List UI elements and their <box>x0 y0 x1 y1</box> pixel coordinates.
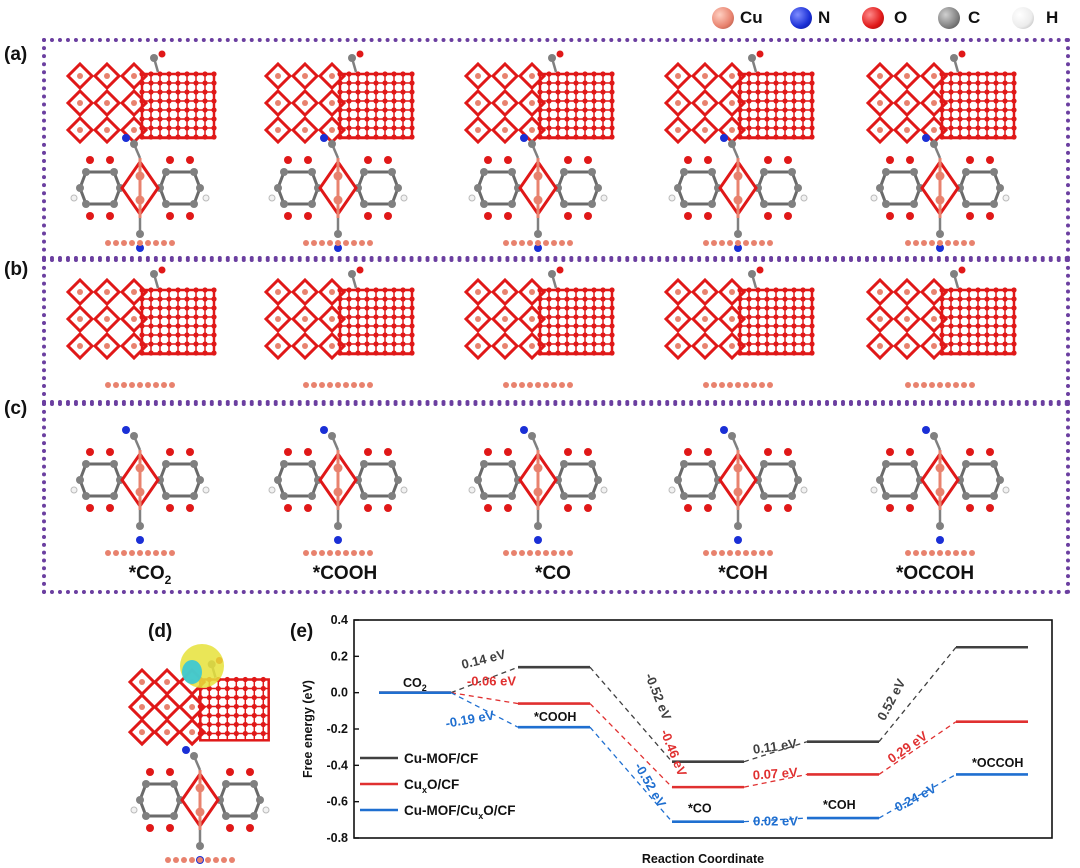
panel-label-b: (b) <box>4 259 29 280</box>
species-label-co2: *CO2 <box>128 563 172 587</box>
structure-b-2 <box>263 266 415 388</box>
panel-label-c: (c) <box>4 398 28 419</box>
structure-a-1 <box>65 50 217 252</box>
energy-annotation: 0.02 eV <box>753 813 798 828</box>
transition-line <box>450 692 519 705</box>
legend-label: O <box>894 8 908 27</box>
energy-annotation: 0.14 eV <box>460 646 507 671</box>
legend-entry: CuxO/CF <box>404 777 459 795</box>
n-atom-icon <box>790 7 812 29</box>
species-label-cooh: *COOH <box>312 563 378 584</box>
structure-b-1 <box>65 266 217 388</box>
step-label: CO2 <box>403 676 427 693</box>
energy-annotation: 0.07 eV <box>752 764 798 782</box>
structure-a-3 <box>463 50 615 252</box>
energy-annotation: 0.29 eV <box>885 728 931 766</box>
legend-h: H <box>1012 6 1058 30</box>
structure-c-5 <box>870 426 1010 556</box>
y-tick-label: -0.2 <box>326 722 348 736</box>
energy-annotation: -0.06 eV <box>467 673 516 688</box>
energy-annotation: 0.52 eV <box>874 676 908 723</box>
y-tick-label: -0.4 <box>326 758 348 772</box>
legend-entry: Cu-MOF/CF <box>404 751 478 766</box>
energy-annotation: -0.52 eV <box>642 671 674 722</box>
transition-line <box>450 692 519 728</box>
species-label-co: *CO <box>535 563 571 584</box>
structure-c-3 <box>468 426 608 556</box>
energy-annotation: -0.19 eV <box>444 707 495 730</box>
energy-annotation: -0.52 eV <box>632 760 670 810</box>
structure-c-1 <box>70 426 210 556</box>
y-tick-label: 0.0 <box>331 686 348 700</box>
series-2 <box>379 691 1028 823</box>
charge-depletion-icon <box>182 660 202 684</box>
legend-entry: Cu-MOF/CuxO/CF <box>404 803 516 821</box>
structure-a-4 <box>663 50 815 252</box>
step-label: *OCCOH <box>972 756 1023 770</box>
transition-line <box>743 817 808 823</box>
transition-line <box>743 773 808 788</box>
y-tick-label: 0.4 <box>331 613 348 627</box>
transition-line <box>878 721 957 775</box>
y-tick-label: -0.6 <box>326 795 348 809</box>
element-legend: Cu N O C H <box>712 2 1074 32</box>
transition-line <box>878 773 957 819</box>
panel-label-e: (e) <box>290 621 314 642</box>
legend-label: Cu <box>740 8 763 27</box>
x-axis-label: Reaction Coordinate <box>642 852 764 866</box>
transition-line <box>450 666 519 694</box>
legend-label: N <box>818 8 831 27</box>
legend-label: H <box>1046 8 1059 27</box>
energy-annotation: 0.24 eV <box>892 780 939 814</box>
species-label-coh: *COH <box>718 563 768 584</box>
y-tick-label: 0.2 <box>331 649 348 663</box>
transition-line <box>589 726 673 823</box>
frame-panel-c <box>42 402 1070 594</box>
legend-c: C <box>938 6 980 30</box>
legend-o: O <box>862 6 907 30</box>
structure-d <box>127 644 270 864</box>
charge-density-structure <box>127 644 270 864</box>
step-label: *COOH <box>534 710 576 724</box>
series-1 <box>379 691 1028 789</box>
legend-n: N <box>790 6 830 30</box>
y-tick-label: -0.8 <box>326 831 348 845</box>
c-atom-icon <box>938 7 960 29</box>
structure-a-5 <box>865 50 1017 252</box>
structure-b-4 <box>663 266 815 388</box>
panel-label-a: (a) <box>4 44 28 65</box>
structure-b-3 <box>463 266 615 388</box>
legend-label: C <box>968 8 981 27</box>
y-axis-label: Free energy (eV) <box>301 680 315 778</box>
structure-c-2 <box>268 426 408 556</box>
transition-line <box>743 741 808 763</box>
energy-annotation: 0.11 eV <box>752 736 798 757</box>
panel-label-d: (d) <box>148 621 173 642</box>
structure-b-5 <box>865 266 1017 388</box>
structure-a-2 <box>263 50 415 252</box>
free-energy-chart: 0.4 0.2 0.0 -0.2 -0.4 -0.6 -0.8 Free energy (eV… <box>301 613 1053 866</box>
step-label: *CO <box>688 802 712 816</box>
chart-legend: Cu-MOF/CF CuxO/CF Cu-MOF/CuxO/CF <box>360 751 516 821</box>
transition-line <box>878 646 957 743</box>
species-label-occoh: *OCCOH <box>895 563 975 584</box>
transition-line <box>589 666 673 763</box>
legend-cu: Cu <box>712 6 763 30</box>
h-atom-icon <box>1012 7 1034 29</box>
step-label: *COH <box>823 798 856 812</box>
structure-c-4 <box>668 426 808 556</box>
energy-annotation: -0.46 eV <box>658 727 690 778</box>
o-atom-icon <box>862 7 884 29</box>
transition-line <box>589 703 673 788</box>
cu-atom-icon <box>712 7 734 29</box>
structure-illustrations <box>65 50 1017 556</box>
